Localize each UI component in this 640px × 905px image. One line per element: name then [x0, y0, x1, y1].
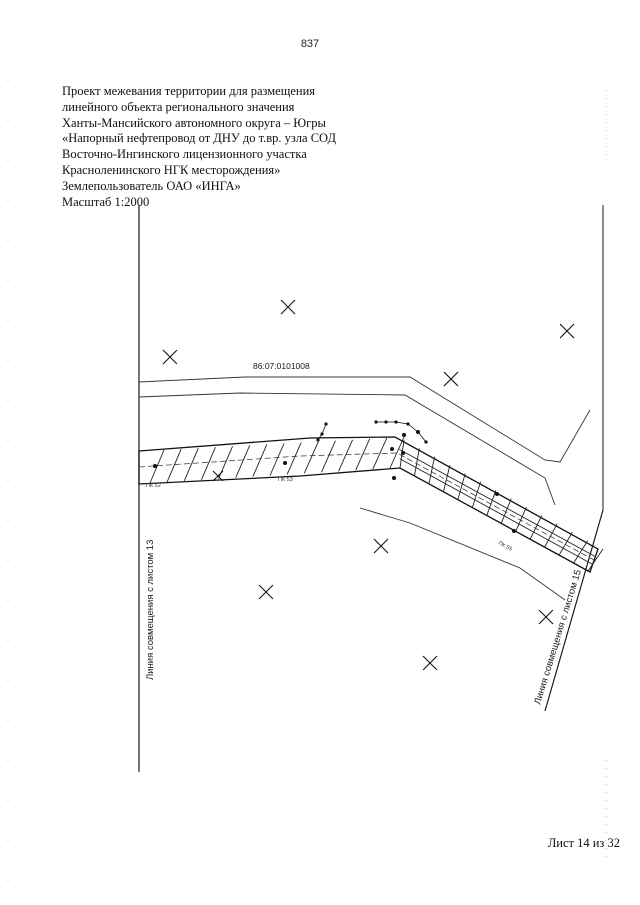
sheet-counter: Лист 14 из 32	[547, 836, 620, 850]
header-line: Проект межевания территории для размещен…	[62, 84, 316, 98]
scan-edge-marks	[7, 80, 607, 900]
hatch-line	[515, 506, 527, 532]
hatch-line	[166, 448, 182, 483]
hatch-line	[414, 448, 420, 477]
header-line: линейного объекта регионального значения	[62, 99, 295, 114]
hatch-line	[252, 444, 268, 477]
hatch-line	[338, 439, 353, 472]
pk-label: ПК 53	[278, 477, 293, 483]
scale-label: Масштаб 1:2000	[62, 194, 150, 209]
header-line: Землепользователь ОАО «ИНГА»	[62, 178, 241, 193]
hatch-line	[269, 443, 285, 476]
survey-ticks	[317, 421, 427, 443]
strip-long-line	[399, 458, 593, 565]
hatch-line	[442, 465, 451, 492]
hatch-line	[457, 473, 466, 500]
hatch-line	[201, 447, 216, 480]
hatch-line	[372, 437, 388, 470]
left-match-line-label: Линия совмещения с листом 13	[145, 540, 156, 680]
hatch-line	[303, 441, 319, 474]
pk-label: ПК 52	[146, 483, 161, 489]
hatch-line	[471, 481, 481, 508]
cadastral-boundaries	[138, 376, 591, 601]
hatch-line	[573, 540, 589, 564]
hatch-line	[486, 490, 497, 516]
hatch-line	[428, 456, 436, 484]
hatch-line	[321, 440, 336, 473]
right-match-line-label: Линия совмещения с листом 15	[532, 568, 584, 705]
grid-crosses	[162, 299, 575, 671]
pk-label: ПК 55	[497, 540, 513, 552]
pipeline-strip	[138, 436, 604, 573]
cadastral-number-label: 86:07:0101008	[253, 361, 310, 371]
header-line: Красноленинского НГК месторождения»	[62, 162, 281, 177]
hatch-line	[529, 515, 543, 540]
hatch-line	[544, 523, 558, 548]
hatch-line	[286, 442, 302, 475]
hatch-line	[355, 438, 371, 471]
hatch-line	[389, 436, 405, 469]
page-number: 837	[300, 38, 320, 50]
hatch-line	[183, 447, 199, 482]
strip-long-line	[399, 448, 596, 558]
hatch-line	[587, 548, 604, 572]
right-match-line	[544, 509, 604, 712]
hatch-line	[149, 449, 165, 484]
hatch-line	[558, 532, 573, 556]
hatch-line	[500, 498, 512, 524]
hatch-line	[235, 445, 251, 478]
header-line: Ханты-Мансийского автономного округа – Ю…	[62, 115, 326, 130]
header-line: Восточно-Ингинского лицензионного участк…	[62, 147, 307, 162]
header-line: «Напорный нефтепровод от ДНУ до т.вр. уз…	[62, 131, 336, 146]
document-header: Проект межевания территории для размещен…	[62, 84, 382, 210]
